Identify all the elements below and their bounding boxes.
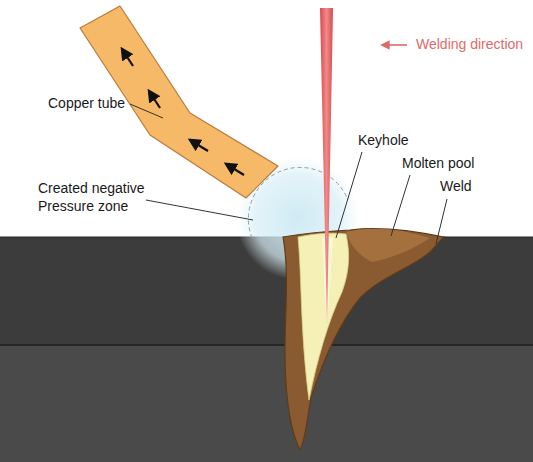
weld-zone (283, 229, 444, 450)
part-label: Copper tube (48, 95, 125, 113)
part-label: Keyhole (358, 132, 409, 150)
part-label: Molten pool (402, 155, 474, 173)
plate-joint (0, 344, 533, 346)
part-label: Welding direction (416, 36, 523, 54)
lower-plate (0, 345, 533, 462)
part-label: Created negative Pressure zone (38, 180, 156, 215)
direction-arrow (382, 44, 407, 46)
flow-arrows (122, 49, 244, 175)
molten-pool (346, 229, 430, 262)
laser-beam (320, 8, 333, 326)
leader-lines (130, 104, 447, 244)
part-label: Weld (440, 178, 472, 196)
keyhole-region (298, 233, 349, 400)
